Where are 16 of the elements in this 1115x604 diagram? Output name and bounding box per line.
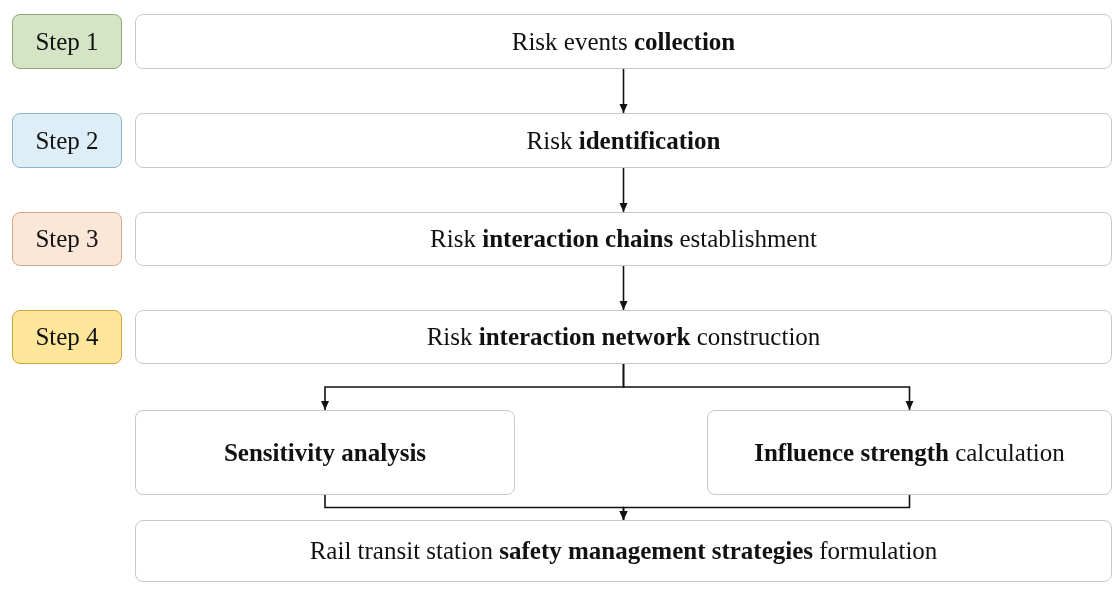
step-label: Step 2 (12, 113, 122, 168)
process-box: Rail transit station safety management strategies formulation (135, 520, 1112, 582)
step-label: Step 4 (12, 310, 122, 364)
process-box: Risk events collection (135, 14, 1112, 69)
process-box: Influence strength calculation (707, 410, 1112, 495)
arrow (622, 363, 914, 411)
arrow (619, 494, 911, 521)
step-label: Step 1 (12, 14, 122, 69)
arrow (619, 68, 628, 114)
arrow (619, 167, 628, 213)
step-label: Step 3 (12, 212, 122, 266)
process-box: Risk identification (135, 113, 1112, 168)
process-box: Risk interaction chains establishment (135, 212, 1112, 266)
process-box: Sensitivity analysis (135, 410, 515, 495)
process-box: Risk interaction network construction (135, 310, 1112, 364)
arrow (619, 265, 628, 311)
